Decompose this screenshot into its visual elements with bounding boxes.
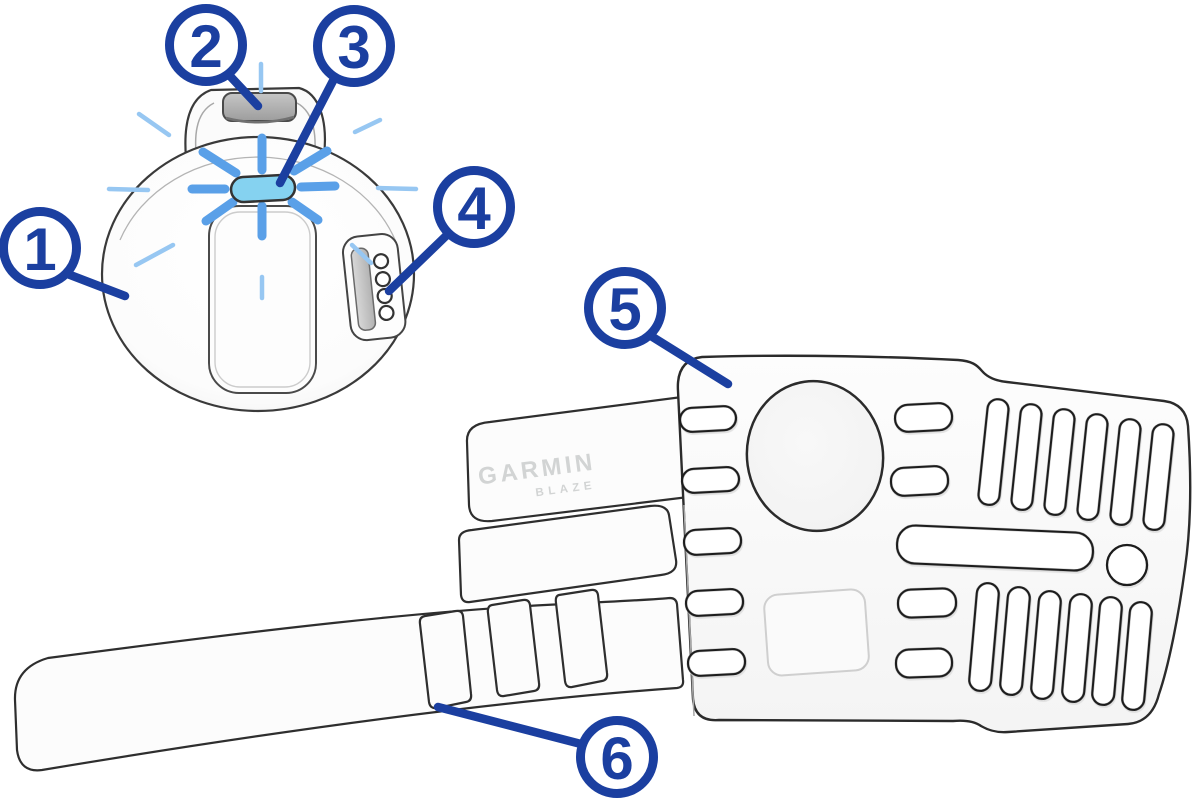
plate-long-slot: [895, 524, 1095, 572]
callout-3-number: 3: [337, 14, 370, 81]
callout-6-number: 6: [600, 725, 633, 792]
plate-slot: [889, 465, 950, 497]
callout-3-leader: [275, 72, 340, 188]
device-pod: [100, 61, 419, 413]
plate-slot: [893, 402, 954, 433]
plate-slot: [686, 647, 747, 677]
strap-pads: [418, 588, 609, 710]
callout-2: 2: [165, 4, 263, 111]
callout-5: 5: [584, 267, 733, 389]
led-ray-outer: [106, 186, 151, 193]
plate-holes: [678, 398, 1175, 711]
plate-vent-slot: [1142, 423, 1175, 532]
plate-slot: [684, 587, 745, 617]
led-ray-outer: [133, 242, 176, 268]
strap-pad: [418, 609, 473, 710]
callout-2-circle: [165, 4, 247, 86]
plate-slot: [680, 465, 741, 494]
plate-vent-slot: [1061, 593, 1093, 703]
callout-4-number: 4: [457, 175, 491, 242]
plate-vent-slot: [1030, 590, 1062, 700]
callout-6-circle: [576, 716, 658, 798]
plate-round-hole: [1105, 543, 1149, 587]
plate-slot: [678, 405, 738, 433]
embossed-square: [763, 588, 870, 677]
garmin-flap: GARMIN BLAZE: [465, 392, 707, 523]
charging-port-panel: [350, 247, 377, 331]
callout-5-leader: [646, 331, 733, 389]
callout-3: 3: [275, 5, 395, 188]
plate-vent-slot: [1121, 601, 1153, 711]
plate-vent-slot: [1109, 418, 1142, 527]
clip-bump-inner-left: [194, 102, 215, 153]
led-ray-outer: [375, 185, 419, 192]
callout-1-number: 1: [23, 216, 56, 283]
led-ray: [296, 181, 340, 192]
led-ray-outer: [349, 242, 374, 266]
callout-1-circle: [0, 207, 81, 289]
led-ray: [289, 146, 332, 176]
plate-vent-slot: [1076, 413, 1109, 522]
plate-slot: [896, 587, 958, 619]
callouts: 1 2 3 4 5 6: [0, 4, 733, 798]
flap-body: [465, 392, 707, 523]
charging-contact: [374, 271, 392, 288]
callout-2-leader: [225, 71, 263, 111]
callout-1: 1: [0, 207, 130, 301]
strap: [13, 588, 685, 772]
plate-vent-slot: [1091, 596, 1123, 706]
callout-5-number: 5: [608, 276, 641, 343]
led-ray: [287, 197, 323, 225]
callout-6: 6: [433, 702, 658, 798]
led-rays: [106, 61, 419, 301]
callout-6-leader: [433, 702, 586, 749]
plate-vent-slot: [999, 586, 1031, 696]
charging-contact: [372, 253, 390, 270]
strap-middle-band: [457, 504, 678, 604]
callout-3-circle: [313, 5, 395, 87]
led-ray: [201, 197, 238, 226]
plate-vent-slot: [968, 582, 1000, 692]
plate-slot: [682, 526, 743, 556]
plate-vent-slot: [1043, 408, 1076, 517]
pod-recess: [745, 379, 885, 533]
mount-plate: [676, 354, 1192, 734]
callout-5-circle: [584, 267, 666, 349]
led-ray: [198, 147, 241, 178]
plate-slot: [894, 647, 954, 679]
callout-4-leader: [384, 229, 453, 296]
led-ray-outer: [136, 111, 172, 138]
charging-contact: [378, 304, 395, 322]
strap-pad: [486, 598, 541, 698]
callout-4-circle: [433, 166, 515, 248]
plate-vent-slot: [977, 398, 1010, 507]
strap-pad: [554, 588, 609, 689]
callout-2-number: 2: [189, 13, 222, 80]
callout-4: 4: [384, 166, 515, 296]
callout-1-leader: [60, 268, 130, 301]
charging-port: [341, 233, 407, 342]
led-ray-outer: [352, 117, 383, 135]
plate-vent-slot: [1010, 403, 1043, 512]
clip-tab-lip: [225, 115, 295, 124]
